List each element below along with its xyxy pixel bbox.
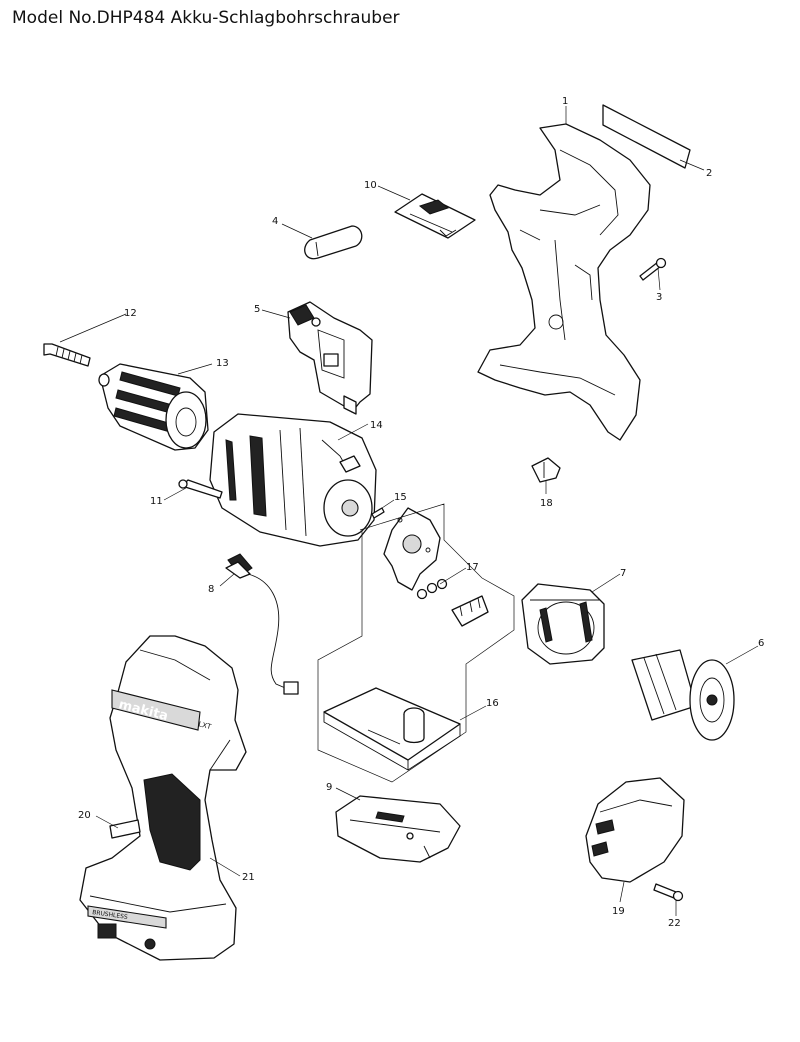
callout-17: 17 xyxy=(466,562,479,573)
part-8-cable-connector[interactable] xyxy=(225,553,299,695)
part-19-rear-cap[interactable] xyxy=(585,777,685,883)
part-5-switch[interactable] xyxy=(287,301,373,415)
callout-8: 8 xyxy=(208,584,214,595)
lxt-logo: LXT xyxy=(198,720,213,731)
callout-14: 14 xyxy=(370,420,383,431)
part-17-terminals[interactable] xyxy=(416,578,489,627)
callout-16: 16 xyxy=(486,698,499,709)
callout-6: 6 xyxy=(758,638,764,649)
callout-10: 10 xyxy=(364,180,377,191)
callout-7: 7 xyxy=(620,568,626,579)
callout-12: 12 xyxy=(124,308,137,319)
part-13-chuck[interactable] xyxy=(98,363,209,451)
part-1-housing-right[interactable] xyxy=(477,123,651,441)
callout-5: 5 xyxy=(254,304,260,315)
part-21-housing-left[interactable]: makita LXT BRUSHLESS xyxy=(79,635,247,961)
callout-15: 15 xyxy=(394,492,407,503)
part-10-plate[interactable] xyxy=(394,193,476,239)
callout-22: 22 xyxy=(668,918,681,929)
callout-11: 11 xyxy=(150,496,163,507)
callout-3: 3 xyxy=(656,292,662,303)
callout-20: 20 xyxy=(78,810,91,821)
callout-4: 4 xyxy=(272,216,278,227)
part-12-bolt[interactable] xyxy=(43,343,91,367)
callout-13: 13 xyxy=(216,358,229,369)
part-14-gear-assembly[interactable] xyxy=(209,413,377,547)
model-title: Model No.DHP484 Akku-Schlagbohrschrauber xyxy=(12,8,400,28)
part-15-screw[interactable] xyxy=(371,507,385,519)
part-22-screw[interactable] xyxy=(653,883,684,902)
callout-21: 21 xyxy=(242,872,255,883)
part-11-screw[interactable] xyxy=(178,479,223,499)
part-4-switch-lever[interactable] xyxy=(304,225,363,260)
callout-9: 9 xyxy=(326,782,332,793)
callout-1: 1 xyxy=(562,96,568,107)
part-6-rotor[interactable] xyxy=(631,649,735,741)
part-17-sensor-plate[interactable] xyxy=(383,507,441,591)
part-20-label[interactable] xyxy=(109,819,141,839)
part-9-terminal-block[interactable] xyxy=(335,795,461,863)
part-18-clip[interactable] xyxy=(531,457,561,483)
callout-numbers: 1 2 3 4 5 6 7 8 9 10 11 12 13 14 15 16 1… xyxy=(78,96,764,929)
assembly-group-outline xyxy=(317,503,515,783)
part-2-name-plate[interactable] xyxy=(602,104,691,169)
brushless-text: BRUSHLESS xyxy=(92,909,129,921)
part-16-controller[interactable] xyxy=(323,687,461,771)
callout-19: 19 xyxy=(612,906,625,917)
leader-lines xyxy=(59,106,759,916)
part-7-stator[interactable] xyxy=(521,583,605,665)
callout-18: 18 xyxy=(540,498,553,509)
callout-2: 2 xyxy=(706,168,712,179)
part-3-screw[interactable] xyxy=(639,257,667,281)
